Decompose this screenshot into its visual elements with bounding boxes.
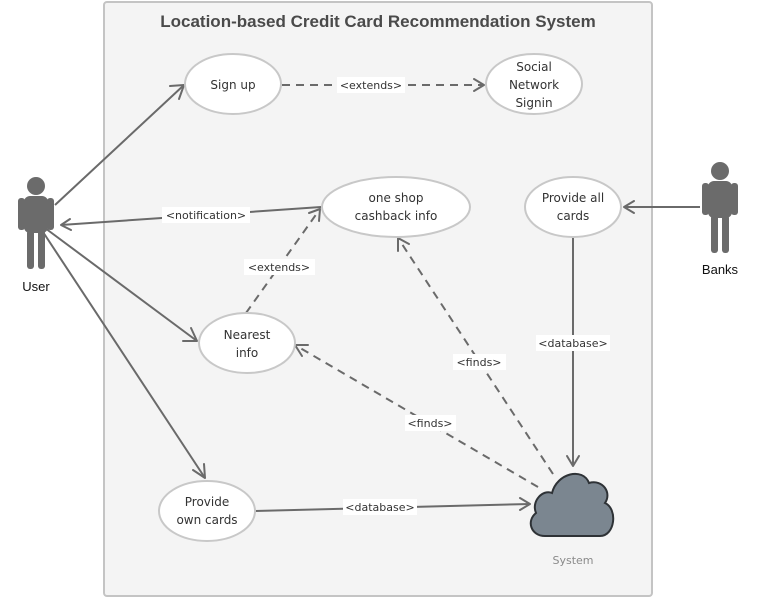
user-actor-body	[24, 196, 48, 233]
banks-actor-left-arm	[702, 183, 709, 215]
banks-actor-right-leg	[722, 215, 729, 253]
user-owncards-arrowhead	[192, 463, 206, 479]
diagram-title: Location-based Credit Card Recommendatio…	[160, 12, 595, 31]
user-signup-arrowhead	[169, 84, 185, 100]
system-boundary	[103, 1, 653, 597]
use-case-sign-up-label: Sign up	[210, 78, 255, 92]
banks-actor-head	[711, 162, 729, 180]
user-actor-right-arm	[47, 198, 54, 230]
finds-nearest-label-bg	[405, 415, 456, 431]
user-nearest-arrowhead	[182, 327, 198, 342]
user-actor-right-leg	[38, 230, 45, 269]
user-actor-left-leg	[27, 230, 34, 269]
use-case-provide-all-cards-line2: cards	[557, 209, 590, 223]
use-case-social-signin-ellipse	[485, 53, 583, 115]
owncards-system-arrowhead	[519, 497, 531, 511]
use-case-nearest-info[interactable]: Nearest info	[198, 312, 296, 374]
system-label: System	[552, 554, 593, 567]
user-actor-left-arm	[18, 198, 25, 230]
banks-actor-body	[708, 181, 732, 218]
extends-signup-label: <extends>	[340, 79, 402, 92]
notification-label: <notification>	[166, 209, 246, 222]
use-case-cashback-info[interactable]: one shop cashback info	[321, 176, 471, 238]
finds-nearest-label: <finds>	[407, 417, 452, 430]
system-cloud-icon	[529, 473, 615, 537]
use-case-provide-all-cards[interactable]: Provide all cards	[524, 176, 622, 238]
use-case-provide-own-cards-line2: own cards	[176, 513, 237, 527]
use-case-nearest-info-line1: Nearest	[224, 328, 271, 342]
database-banks-label: <database>	[538, 337, 607, 350]
system-cloud[interactable]	[529, 473, 615, 537]
use-case-sign-up[interactable]: Sign up	[184, 53, 282, 115]
use-case-social-signin[interactable]: Social Network Signin	[485, 53, 583, 115]
user-owncards-line	[42, 231, 206, 479]
use-case-sign-up-ellipse	[184, 53, 282, 115]
banks-actor-label: Banks	[702, 262, 739, 277]
use-case-social-signin-line1: Social	[516, 60, 552, 74]
user-actor-label: User	[22, 279, 50, 294]
use-case-provide-own-cards-ellipse	[158, 480, 256, 542]
extends-signup-label-bg	[337, 77, 405, 93]
user-signup-line	[54, 84, 185, 206]
use-case-social-signin-line3: Signin	[515, 96, 552, 110]
database-own-label: <database>	[345, 501, 414, 514]
use-case-provide-all-cards-ellipse	[524, 176, 622, 238]
system-cashback-arrowhead	[397, 237, 410, 252]
provideall-system-arrowhead	[566, 455, 580, 467]
banks-actor-icon[interactable]	[702, 162, 738, 253]
user-actor-head	[27, 177, 45, 195]
nearest-cashback-arrowhead	[308, 208, 321, 222]
use-case-provide-own-cards[interactable]: Provide own cards	[158, 480, 256, 542]
use-case-provide-all-cards-line1: Provide all	[542, 191, 604, 205]
signup-social-arrowhead	[473, 78, 485, 92]
extends-nearest-label: <extends>	[248, 261, 310, 274]
finds-cashback-label: <finds>	[456, 356, 501, 369]
notification-label-bg	[162, 207, 250, 223]
use-case-provide-own-cards-line1: Provide	[185, 495, 229, 509]
banks-provideall-arrowhead	[623, 200, 635, 214]
database-banks-label-bg	[536, 335, 610, 351]
banks-actor-left-leg	[711, 215, 718, 253]
use-case-nearest-info-ellipse	[198, 312, 296, 374]
use-case-cashback-info-ellipse	[321, 176, 471, 238]
use-case-cashback-info-line1: one shop	[369, 191, 424, 205]
database-own-label-bg	[343, 499, 417, 515]
user-actor-icon[interactable]	[18, 177, 54, 269]
finds-cashback-label-bg	[453, 354, 506, 370]
notification-arrowhead	[60, 218, 72, 231]
use-case-nearest-info-line2: info	[236, 346, 259, 360]
extends-nearest-label-bg	[244, 259, 315, 275]
user-nearest-line	[44, 227, 198, 342]
use-case-cashback-info-line2: cashback info	[355, 209, 438, 223]
banks-actor-right-arm	[731, 183, 738, 215]
use-case-social-signin-line2: Network	[509, 78, 559, 92]
